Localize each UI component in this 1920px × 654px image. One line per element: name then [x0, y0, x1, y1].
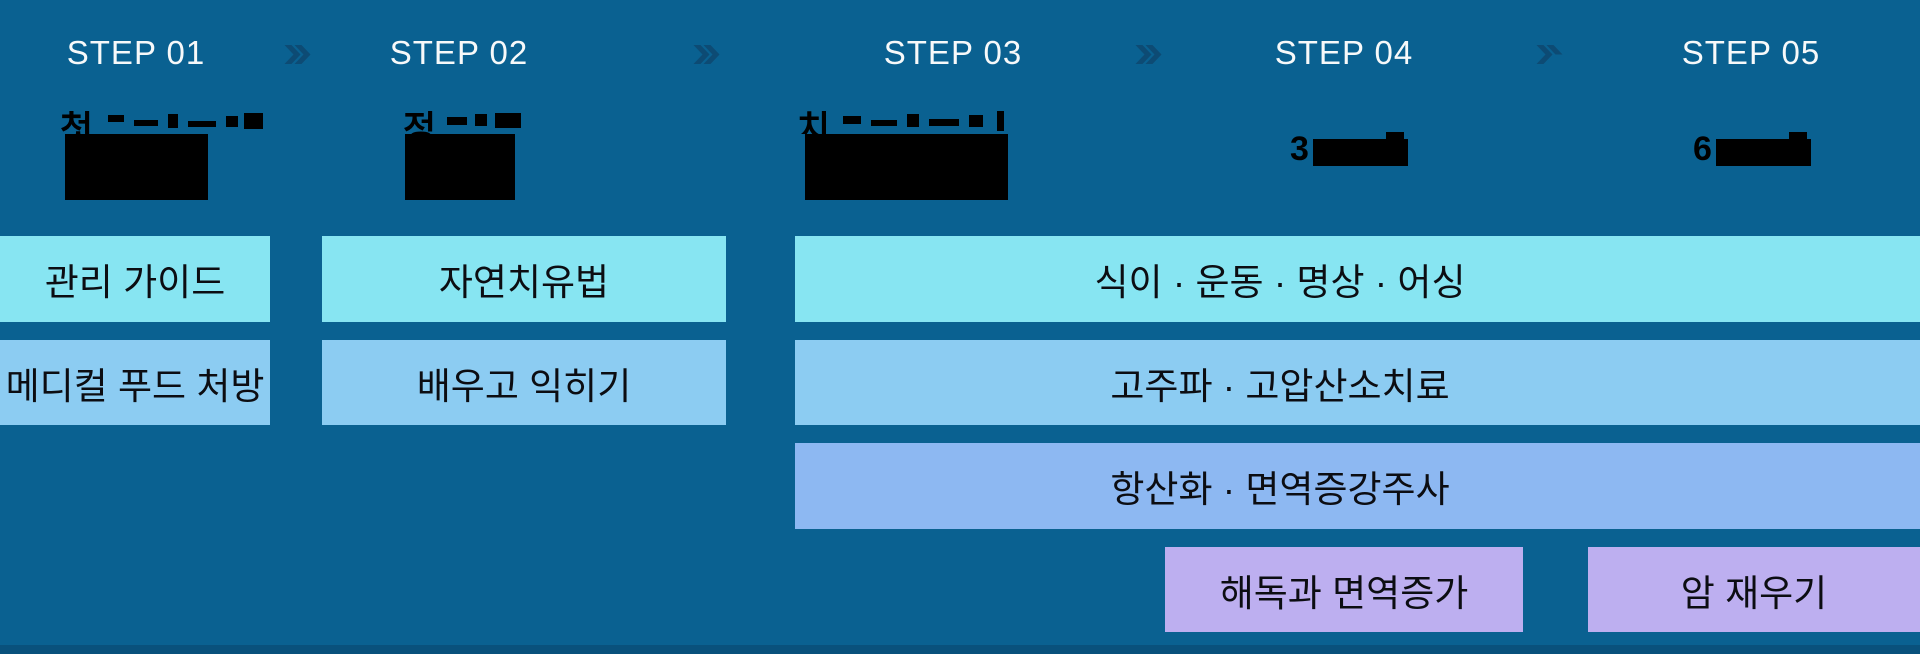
step-04-label: STEP 04: [1274, 34, 1414, 71]
redacted-glyph-fragments: 첫: [60, 111, 94, 134]
bar-step4-bottom: 해독과 면역증가: [1165, 547, 1523, 632]
bar-step1-row1: 관리 가이드: [0, 236, 270, 322]
bar-shared-row2: 고주파 · 고압산소치료: [795, 340, 1920, 425]
bar-shared-row1: 식이 · 운동 · 명상 · 어싱: [795, 236, 1920, 322]
double-chevron-right-icon: [1536, 45, 1563, 64]
redaction-box: [405, 134, 515, 200]
step-01-redacted-subheading: 첫: [60, 111, 263, 200]
step-05-label: STEP 05: [1681, 34, 1821, 71]
bar-shared-row3: 항산화 · 면역증강주사: [795, 443, 1920, 529]
visible-digit: 6: [1693, 130, 1712, 168]
bar-label: 해독과 면역증가: [1219, 572, 1469, 614]
bar-label: 암 재우기: [1680, 572, 1828, 614]
bar-label: 식이 · 운동 · 명상 · 어싱: [1094, 262, 1466, 303]
redaction-box: [1313, 139, 1408, 166]
bar-step1-row2: 메디컬 푸드 처방: [0, 340, 270, 425]
redaction-box: [1716, 139, 1811, 166]
double-chevron-right-icon: [284, 45, 311, 64]
bar-step5-bottom: 암 재우기: [1588, 547, 1920, 632]
redaction-box: [805, 134, 1008, 200]
bar-label: 고주파 · 고압산소치료: [1110, 365, 1450, 407]
double-chevron-right-icon: [693, 45, 720, 64]
bar-label: 자연치유법: [438, 262, 610, 303]
bar-step2-row1: 자연치유법: [322, 236, 726, 322]
redaction-box: [65, 134, 208, 200]
bar-step2-row2: 배우고 익히기: [322, 340, 726, 425]
bottom-edge-strip: [0, 645, 1920, 654]
step-03-label: STEP 03: [883, 34, 1023, 71]
redacted-glyph-fragments: 치: [797, 111, 831, 134]
visible-digit: 3: [1290, 130, 1309, 168]
step-01-label: STEP 01: [66, 34, 206, 71]
step-03-redacted-subheading: 치: [797, 111, 1010, 200]
step-05-redacted-subheading: 6: [1693, 132, 1815, 166]
step-02-redacted-subheading: 정: [403, 111, 523, 200]
step-04-redacted-subheading: 3: [1290, 132, 1412, 166]
redacted-glyph-fragments: 정: [403, 111, 437, 134]
double-chevron-right-icon: [1135, 45, 1162, 64]
step-02-label: STEP 02: [389, 34, 529, 71]
bar-label: 항산화 · 면역증강주사: [1110, 469, 1450, 510]
bar-label: 배우고 익히기: [416, 365, 632, 407]
bar-label: 메디컬 푸드 처방: [5, 365, 265, 407]
bar-label: 관리 가이드: [44, 262, 226, 303]
